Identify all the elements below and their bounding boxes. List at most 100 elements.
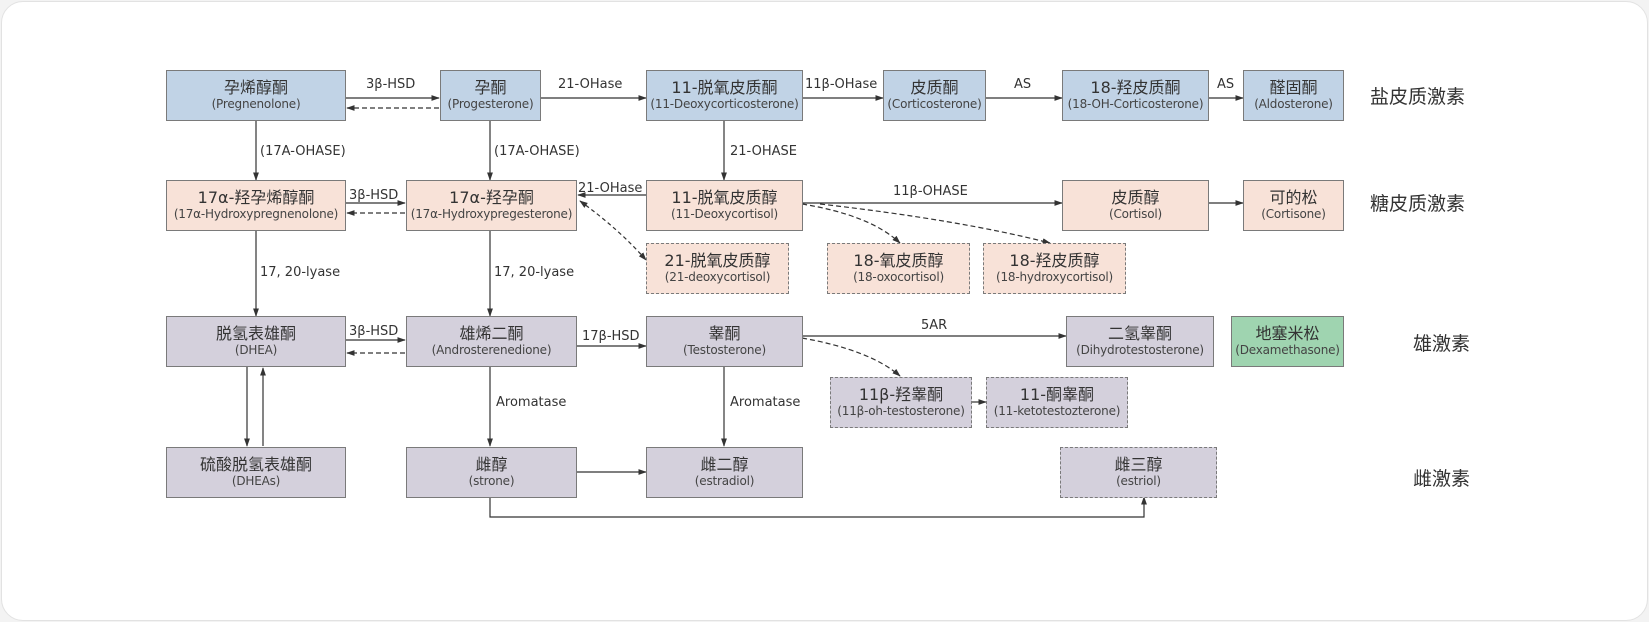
node-label-cn: 18-羟皮质酮 (1090, 78, 1181, 98)
node-pregnenolone: 孕烯醇酮 (Pregnenolone) (166, 70, 346, 121)
arrow-estrone-estriol (489, 496, 1147, 518)
node-label-en: (DHEAs) (231, 473, 281, 488)
node-label-en: (18-oxocortisol) (853, 269, 944, 284)
node-label-en: (estradiol) (694, 473, 755, 488)
edge-label-3b-hsd: 3β-HSD (349, 324, 399, 339)
node-18oh-corticosterone: 18-羟皮质酮 (18-OH-Corticosterone) (1062, 70, 1209, 121)
node-label-cn: 18-羟皮质醇 (1009, 251, 1100, 271)
node-label-cn: 11β-羟睾酮 (858, 385, 944, 405)
node-label-en: (strone) (468, 473, 515, 488)
node-label-en: (Dihydrotestosterone) (1076, 342, 1204, 357)
node-estriol: 雌三醇 (estriol) (1060, 447, 1217, 498)
edge-label-17b-hsd: 17β-HSD (582, 329, 640, 344)
edge-label-as: AS (1014, 77, 1032, 92)
arrow-oh17prog-21dc (579, 200, 647, 261)
row-label-androgens: 雄激素 (1413, 333, 1471, 355)
node-label-en: (Aldosterone) (1254, 96, 1333, 111)
edge-label-17a-ohase: (17A-OHASE) (494, 144, 580, 159)
node-label-en: (DHEA) (234, 342, 278, 357)
node-label-cn: 雌三醇 (1114, 455, 1163, 475)
node-dheas: 硫酸脱氢表雄酮 (DHEAs) (166, 447, 346, 498)
node-label-en: (17α-Hydroxypregnenolone) (173, 206, 339, 221)
edge-label-5ar: 5AR (921, 318, 948, 333)
node-11-deoxycortisol: 11-脱氧皮质醇 (11-Deoxycortisol) (646, 180, 803, 231)
node-17oh-progesterone: 17α-羟孕酮 (17α-Hydroxypregesterone) (406, 180, 577, 231)
node-21-deoxycortisol: 21-脱氧皮质醇 (21-deoxycortisol) (646, 243, 789, 294)
node-aldosterone: 醛固酮 (Aldosterone) (1243, 70, 1344, 121)
node-label-en: (18-hydroxycortisol) (996, 269, 1113, 284)
node-label-en: (11β-oh-testosterone) (837, 403, 965, 418)
edge-label-17-20-lyase: 17, 20-lyase (494, 265, 575, 280)
node-label-en: (21-deoxycortisol) (664, 269, 771, 284)
edge-label-3b-hsd: 3β-HSD (349, 188, 399, 203)
edge-label-aromatase: Aromatase (730, 395, 801, 410)
node-label-en: (11-ketotestozterone) (993, 403, 1121, 418)
node-11-ketotestosterone: 11-酮睾酮 (11-ketotestozterone) (986, 377, 1128, 428)
node-label-en: (11-Deoxycorticosterone) (650, 96, 799, 111)
edge-label-21-ohase: 21-OHASE (730, 144, 797, 159)
node-label-cn: 可的松 (1269, 188, 1318, 208)
node-label-en: (Cortisone) (1261, 206, 1326, 221)
node-label-en: (estriol) (1116, 473, 1161, 488)
edge-label-aromatase: Aromatase (496, 395, 567, 410)
node-label-cn: 雄烯二酮 (459, 324, 524, 344)
node-label-cn: 地塞米松 (1255, 324, 1320, 344)
edge-label-3b-hsd: 3β-HSD (366, 77, 416, 92)
row-label-glucocorticoids: 糖皮质激素 (1370, 193, 1466, 215)
node-17oh-pregnenolone: 17α-羟孕烯醇酮 (17α-Hydroxypregnenolone) (166, 180, 346, 231)
node-label-en: (Progesterone) (447, 96, 534, 111)
node-dihydrotestosterone: 二氢睾酮 (Dihydrotestosterone) (1066, 316, 1214, 367)
node-label-en: (17α-Hydroxypregesterone) (410, 206, 573, 221)
node-label-cn: 11-脱氧皮质醇 (671, 188, 778, 208)
edge-label-21-ohase: 21-OHase (558, 77, 623, 92)
node-label-cn: 睾酮 (708, 324, 741, 344)
edge-label-21-ohase: 21-OHase (578, 181, 643, 196)
node-label-en: (Testosterone) (683, 342, 766, 357)
row-label-mineralocorticoids: 盐皮质激素 (1370, 86, 1466, 108)
edge-label-as: AS (1217, 77, 1235, 92)
node-label-cn: 17α-羟孕烯醇酮 (197, 188, 315, 208)
node-18-hydroxycortisol: 18-羟皮质醇 (18-hydroxycortisol) (983, 243, 1126, 294)
node-label-en: (Corticosterone) (887, 96, 982, 111)
node-testosterone: 睾酮 (Testosterone) (646, 316, 803, 367)
node-11b-oh-testosterone: 11β-羟睾酮 (11β-oh-testosterone) (830, 377, 972, 428)
node-corticosterone: 皮质酮 (Corticosterone) (883, 70, 986, 121)
node-estrone: 雌醇 (strone) (406, 447, 577, 498)
node-label-cn: 醛固酮 (1269, 78, 1318, 98)
edge-label-11b-ohase: 11β-OHase (805, 77, 878, 92)
row-label-estrogens: 雌激素 (1413, 468, 1471, 490)
node-label-cn: 硫酸脱氢表雄酮 (199, 455, 312, 475)
node-label-cn: 皮质醇 (1111, 188, 1160, 208)
node-label-cn: 11-酮睾酮 (1019, 385, 1095, 405)
node-label-cn: 17α-羟孕酮 (449, 188, 534, 208)
edge-label-17a-ohase: (17A-OHASE) (260, 144, 346, 159)
node-cortisol: 皮质醇 (Cortisol) (1062, 180, 1209, 231)
node-label-cn: 雌醇 (475, 455, 508, 475)
node-label-en: (Cortisol) (1109, 206, 1162, 221)
node-label-en: (Pregnenolone) (211, 96, 301, 111)
node-label-en: (18-OH-Corticosterone) (1067, 96, 1204, 111)
node-dexamethasone: 地塞米松 (Dexamethasone) (1231, 316, 1344, 367)
node-label-cn: 二氢睾酮 (1107, 324, 1172, 344)
node-label-cn: 脱氢表雄酮 (215, 324, 296, 344)
node-label-cn: 皮质酮 (910, 78, 959, 98)
node-label-cn: 11-脱氧皮质酮 (671, 78, 778, 98)
edge-label-17-20-lyase: 17, 20-lyase (260, 265, 341, 280)
node-label-cn: 雌二醇 (700, 455, 749, 475)
node-18-oxocortisol: 18-氧皮质醇 (18-oxocortisol) (827, 243, 970, 294)
node-deoxycorticosterone: 11-脱氧皮质酮 (11-Deoxycorticosterone) (646, 70, 803, 121)
node-estradiol: 雌二醇 (estradiol) (646, 447, 803, 498)
node-label-en: (Androsterenedione) (431, 342, 552, 357)
node-label-en: (Dexamethasone) (1235, 342, 1340, 357)
node-label-cn: 孕酮 (474, 78, 507, 98)
edge-label-11b-ohase: 11β-OHASE (893, 184, 968, 199)
node-label-cn: 21-脱氧皮质醇 (664, 251, 771, 271)
node-label-cn: 孕烯醇酮 (223, 78, 288, 98)
arrow-11dc-18hydroxy (819, 203, 1051, 244)
node-label-en: (11-Deoxycortisol) (670, 206, 778, 221)
node-label-cn: 18-氧皮质醇 (853, 251, 944, 271)
node-progesterone: 孕酮 (Progesterone) (440, 70, 541, 121)
arrow-11dc-18oxo (801, 203, 901, 244)
arrow-testo-11oht (801, 337, 901, 377)
